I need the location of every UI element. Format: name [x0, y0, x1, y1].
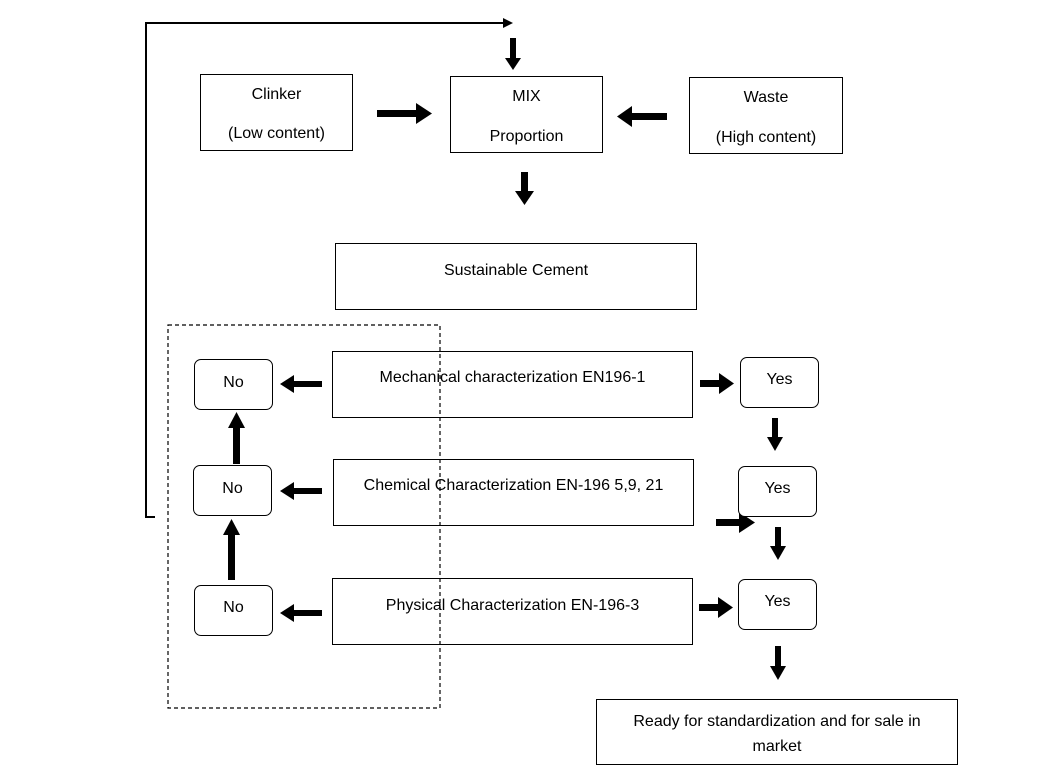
no-box-chemical: No [193, 465, 272, 516]
no-label-mechanical: No [223, 374, 244, 391]
arrow-mechanical-to-no [280, 375, 322, 393]
arrow-physical-to-no [280, 604, 322, 622]
yes-label-mechanical: Yes [766, 371, 793, 388]
sustainable-cement-box: Sustainable Cement [335, 243, 697, 310]
arrow-chemical-to-no [280, 482, 322, 500]
mechanical-test-box: Mechanical characterization EN196-1 [332, 351, 693, 418]
arrow-mix-to-cement [515, 172, 534, 205]
clinker-box: Clinker (Low content) [200, 74, 353, 151]
yes-box-mechanical: Yes [740, 357, 819, 408]
mechanical-test-label: Mechanical characterization EN196-1 [379, 369, 646, 386]
yes-box-chemical: Yes [738, 466, 817, 517]
arrow-no-up-1 [228, 412, 245, 464]
waste-title: Waste [743, 89, 789, 106]
clinker-title: Clinker [251, 86, 302, 103]
clinker-detail: (Low content) [228, 125, 325, 142]
outcome-box: Ready for standardization and for sale i… [596, 699, 958, 765]
waste-box: Waste (High content) [689, 77, 843, 154]
no-box-physical: No [194, 585, 273, 636]
arrow-yes-down-2 [770, 527, 786, 560]
yes-label-physical: Yes [764, 593, 791, 610]
physical-test-label: Physical Characterization EN-196-3 [385, 597, 640, 614]
mix-title: MIX [512, 88, 541, 105]
mix-box: MIX Proportion [450, 76, 603, 153]
arrow-yes-down-1 [767, 418, 783, 451]
arrow-no-up-2 [223, 519, 240, 580]
arrow-mechanical-to-yes [700, 373, 734, 394]
arrow-clinker-to-mix [377, 103, 432, 124]
yes-box-physical: Yes [738, 579, 817, 630]
chemical-test-label: Chemical Characterization EN-196 5,9, 21 [363, 477, 664, 494]
waste-detail: (High content) [715, 129, 817, 146]
arrow-chemical-to-yes [716, 512, 755, 533]
sustainable-cement-label: Sustainable Cement [443, 262, 589, 279]
chemical-test-box: Chemical Characterization EN-196 5,9, 21 [333, 459, 694, 526]
feedback-loop-line [145, 22, 505, 518]
arrow-waste-to-mix [617, 106, 667, 127]
outcome-label: Ready for standardization and for sale i… [633, 713, 921, 755]
no-box-mechanical: No [194, 359, 273, 410]
arrow-yes-to-outcome [770, 646, 786, 680]
physical-test-box: Physical Characterization EN-196-3 [332, 578, 693, 645]
feedback-loop-arrowhead [503, 18, 513, 28]
no-label-chemical: No [222, 480, 243, 497]
yes-label-chemical: Yes [764, 480, 791, 497]
arrow-into-mix [505, 38, 521, 70]
mix-detail: Proportion [489, 128, 564, 145]
no-label-physical: No [223, 599, 244, 616]
arrow-physical-to-yes [699, 597, 733, 618]
